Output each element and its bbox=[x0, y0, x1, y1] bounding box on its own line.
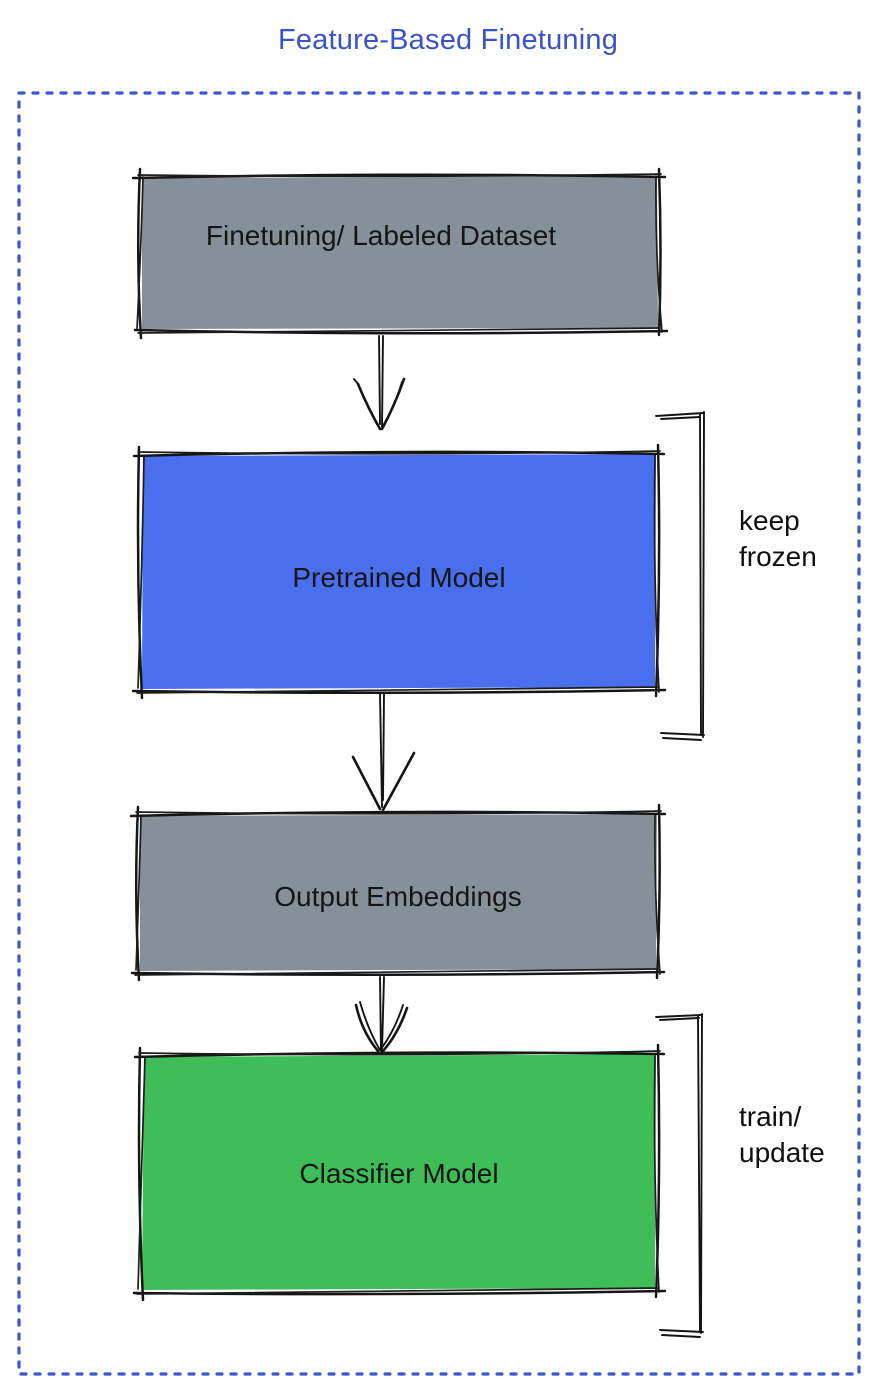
train-update-line1: train/ bbox=[739, 1101, 801, 1132]
arrow-pretrained-to-embeddings bbox=[351, 693, 416, 812]
output-embeddings-box-fill bbox=[140, 814, 657, 971]
train-update-label: train/ update bbox=[739, 1101, 825, 1168]
keep-frozen-line1: keep bbox=[739, 505, 800, 536]
keep-frozen-line2: frozen bbox=[739, 541, 817, 572]
output-embeddings-box-outline-2 bbox=[134, 810, 662, 976]
classifier-model-box-outline-2 bbox=[136, 1050, 661, 1295]
classifier-model-box-label: Classifier Model bbox=[299, 1158, 498, 1189]
dataset-box: Finetuning/ Labeled Dataset bbox=[131, 167, 669, 340]
pretrained-model-box-fill bbox=[142, 454, 656, 689]
diagram-border bbox=[17, 91, 861, 1376]
pretrained-model-box: Pretrained Model bbox=[131, 443, 667, 700]
dataset-box-outline-2 bbox=[136, 173, 663, 334]
arrow-embeddings-to-classifier bbox=[354, 976, 409, 1053]
pretrained-model-box-outline bbox=[131, 443, 667, 700]
pretrained-model-box-outline-2 bbox=[136, 450, 661, 694]
pretrained-model-box-label: Pretrained Model bbox=[292, 562, 505, 593]
output-embeddings-box: Output Embeddings bbox=[129, 803, 667, 982]
keep-frozen-label: keep frozen bbox=[739, 505, 817, 572]
classifier-model-box-fill bbox=[142, 1054, 656, 1290]
train-update-bracket bbox=[655, 1013, 704, 1338]
classifier-model-box-outline bbox=[132, 1043, 667, 1302]
dataset-box-outline bbox=[131, 167, 669, 340]
dataset-box-label: Finetuning/ Labeled Dataset bbox=[206, 220, 556, 251]
dataset-box-fill bbox=[142, 176, 658, 329]
page-title: Feature-Based Finetuning bbox=[278, 24, 618, 56]
classifier-model-box: Classifier Model bbox=[132, 1043, 667, 1302]
output-embeddings-box-outline bbox=[129, 803, 667, 982]
train-update-line2: update bbox=[739, 1137, 825, 1168]
keep-frozen-bracket bbox=[655, 411, 705, 741]
output-embeddings-box-label: Output Embeddings bbox=[274, 881, 522, 912]
arrow-dataset-to-pretrained bbox=[353, 335, 406, 431]
